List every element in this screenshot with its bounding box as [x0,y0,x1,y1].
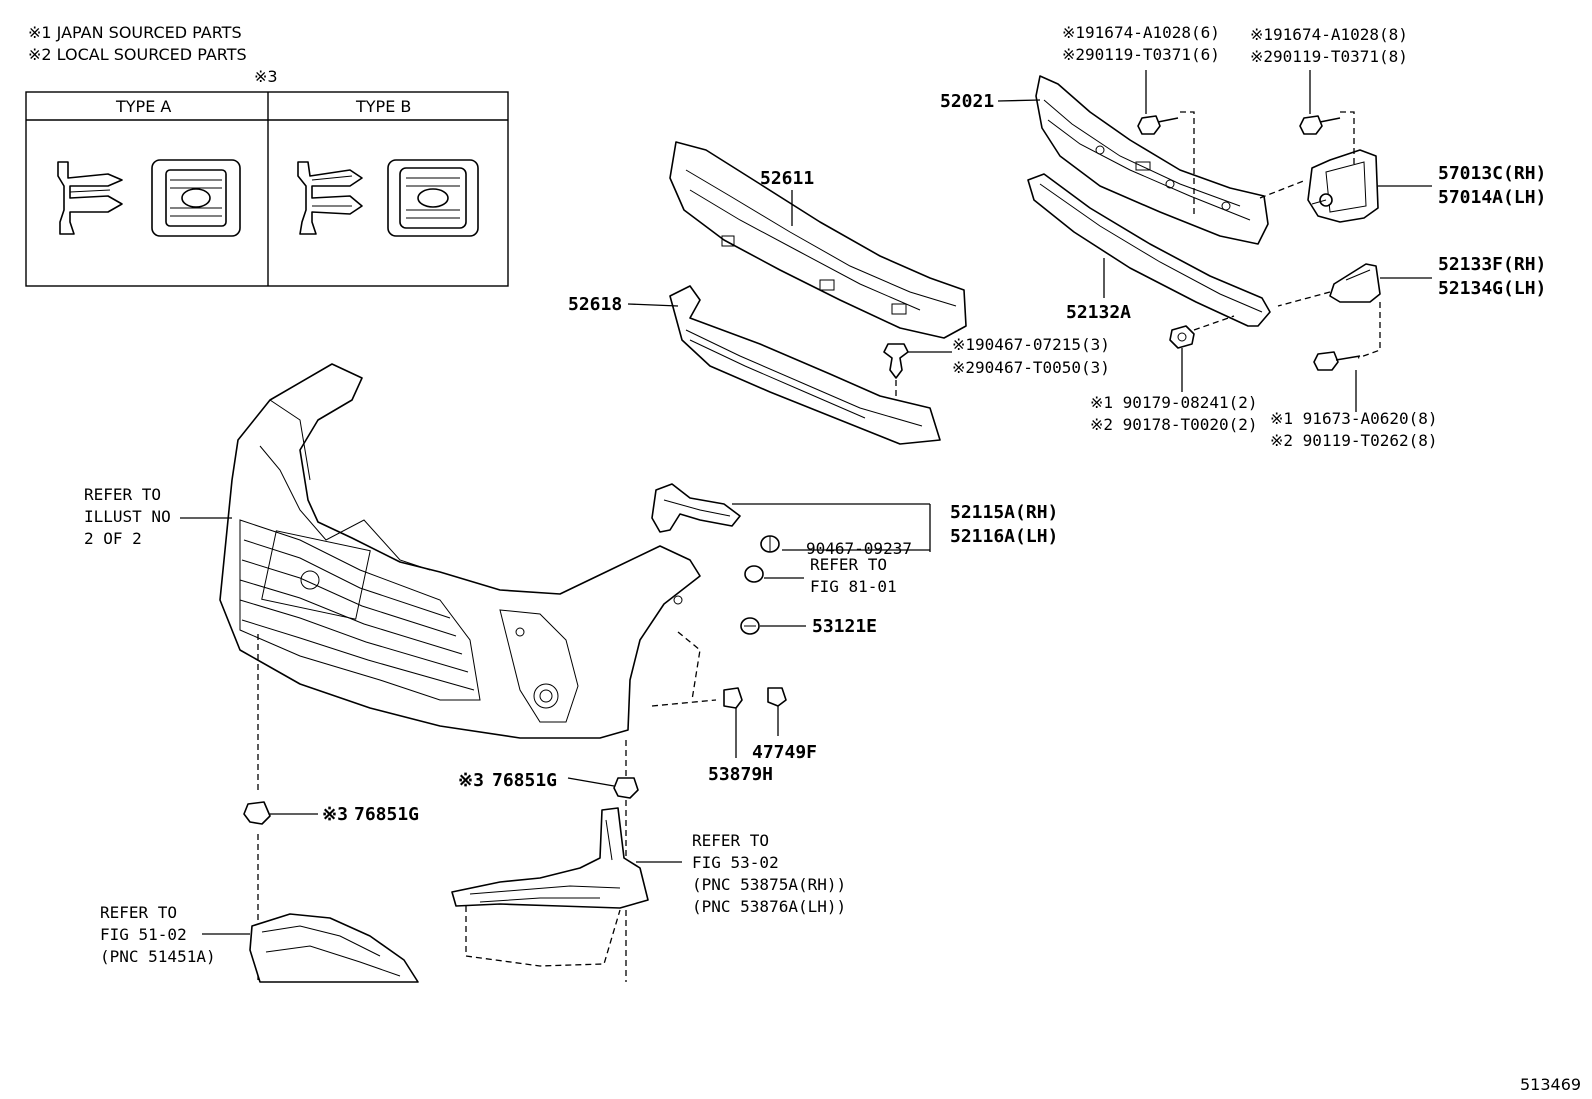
label-57013c: 57013C(RH) [1438,163,1546,184]
part-76851g-upper[interactable] [613,777,639,799]
label-52115a: 52115A(RH) [950,502,1058,523]
type-a-header: TYPE A [115,97,171,116]
illustration-number: 513469 [1520,1075,1581,1094]
label-bolt-90119-rh: ※290119-T0371(6) [1062,45,1220,64]
label-52611: 52611 [760,168,814,189]
bolt-91673[interactable] [1313,351,1361,371]
part-57013c-bracket[interactable] [1307,149,1379,223]
ref-fig53-line-2: FIG 53-02 [692,853,779,872]
label-clip-90467-07215: ※190467-07215(3) [952,335,1110,354]
part-53121e[interactable] [740,617,760,635]
type-a-clip-side-icon [57,161,123,235]
label-52021: 52021 [940,91,994,112]
ref-fig53-line-1: REFER TO [692,831,769,850]
ref-fig-53-02[interactable]: REFER TO FIG 53-02 (PNC 53875A(RH)) (PNC… [692,831,846,916]
nut-90179[interactable] [1169,325,1195,349]
clip-type-table: TYPE A TYPE B [25,91,509,287]
label-bolt-90119-t0262: ※2 90119-T0262(8) [1270,431,1438,450]
part-engine-under-cover-center[interactable] [249,913,419,983]
bolt-91674-lh[interactable] [1299,115,1341,135]
label-76851g-lower: 76851G [354,804,419,825]
ref-illust-line-2: ILLUST NO [84,507,171,526]
label-53879h: 53879H [708,764,773,785]
type-a-clip-top-icon [151,159,241,237]
ref-illust-line-1: REFER TO [84,485,161,504]
label-53121e: 53121E [812,616,877,637]
label-clip-90467-t0050: ※290467-T0050(3) [952,358,1110,377]
ref-fig-81-01[interactable]: REFER TO FIG 81-01 [810,555,897,596]
ref-fig53-line-3: (PNC 53875A(RH)) [692,875,846,894]
part-53879h[interactable] [723,687,743,709]
part-76851g-lower[interactable] [243,801,271,825]
label-52116a: 52116A(LH) [950,526,1058,547]
label-52133f: 52133F(RH) [1438,254,1546,275]
label-52618: 52618 [568,294,622,315]
part-47749f[interactable] [767,687,787,707]
note-japan-sourced: ※1 JAPAN SOURCED PARTS [28,23,242,42]
type-b-header: TYPE B [355,97,411,116]
label-mark3-upper: ※3 [458,770,484,791]
screw-90467-09237[interactable] [760,535,780,553]
part-52618-lower-absorber[interactable] [669,285,941,445]
part-52021-reinforcement[interactable] [1035,75,1269,245]
part-bumper-cover[interactable] [219,363,701,739]
note-local-sourced: ※2 LOCAL SOURCED PARTS [28,45,247,64]
part-52133f-extension[interactable] [1277,263,1381,307]
part-52611-absorber[interactable] [669,141,967,339]
ref-fig81-line-2: FIG 81-01 [810,577,897,596]
label-76851g-upper: 76851G [492,770,557,791]
label-bolt-91674-rh: ※191674-A1028(6) [1062,23,1220,42]
label-52132a: 52132A [1066,302,1131,323]
note-type-marker: ※3 [254,67,278,86]
label-nut-90179: ※1 90179-08241(2) [1090,393,1258,412]
label-52134g: 52134G(LH) [1438,278,1546,299]
clip-90467[interactable] [883,343,909,379]
ref-fig-51-02[interactable]: REFER TO FIG 51-02 (PNC 51451A) [100,903,216,966]
part-52132a-bar[interactable] [1027,173,1271,327]
type-b-clip-side-icon [297,161,363,235]
ref-fig53-line-4: (PNC 53876A(LH)) [692,897,846,916]
label-bolt-90119-lh: ※290119-T0371(8) [1250,47,1408,66]
label-90467-09237: 90467-09237 [806,539,912,558]
ref-illust-2[interactable]: REFER TO ILLUST NO 2 OF 2 [84,485,171,548]
type-b-clip-top-icon [387,159,479,237]
label-bolt-91674-lh: ※191674-A1028(8) [1250,25,1408,44]
ref-fig51-line-2: FIG 51-02 [100,925,187,944]
ref-fig51-line-1: REFER TO [100,903,177,922]
label-57014a: 57014A(LH) [1438,187,1546,208]
bolt-91674-rh[interactable] [1137,115,1179,135]
part-52115a-retainer[interactable] [651,483,741,533]
label-nut-90178: ※2 90178-T0020(2) [1090,415,1258,434]
label-47749f: 47749F [752,742,817,763]
label-bolt-91673: ※1 91673-A0620(8) [1270,409,1438,428]
label-mark3-lower: ※3 [322,804,348,825]
part-engine-under-cover-side[interactable] [451,807,649,909]
ref-fig51-line-3: (PNC 51451A) [100,947,216,966]
ref-illust-line-3: 2 OF 2 [84,529,142,548]
ref-fig81-line-1: REFER TO [810,555,887,574]
screw-fig81[interactable] [744,565,764,583]
